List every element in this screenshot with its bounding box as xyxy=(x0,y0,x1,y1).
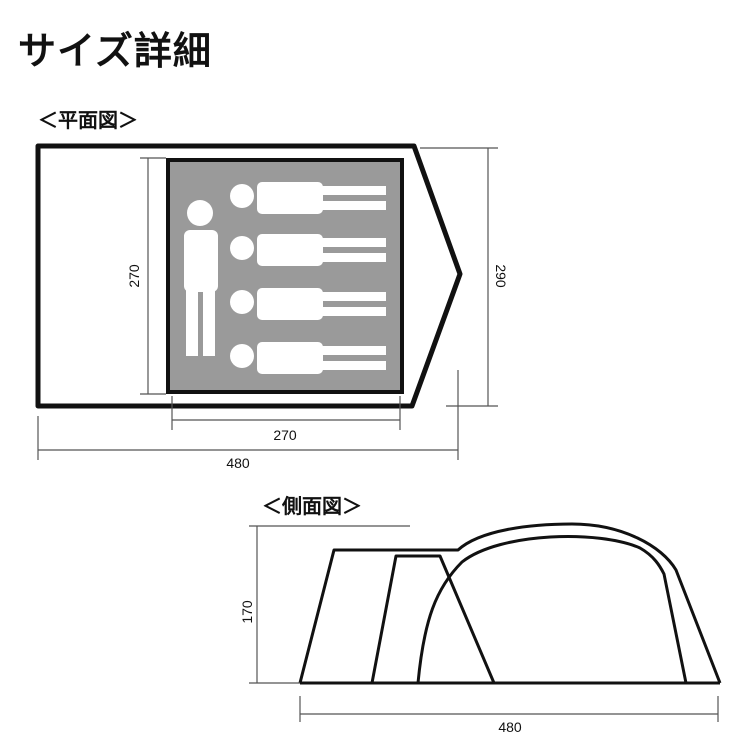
plan-total-height-label: 290 xyxy=(493,264,509,288)
lying-person-icon xyxy=(230,234,386,266)
lying-person-icon xyxy=(230,182,386,214)
standing-person-icon xyxy=(184,200,218,356)
plan-total-height-dimension xyxy=(420,147,498,407)
plan-inner-width-label: 270 xyxy=(273,427,297,443)
plan-inner-width-dimension xyxy=(171,396,401,430)
side-door-panel xyxy=(370,554,496,684)
plan-total-width-dimension xyxy=(37,370,459,460)
plan-inner-height-label: 270 xyxy=(126,264,142,288)
plan-view: 270 290 270 480 xyxy=(35,143,509,471)
plan-view-heading: ＜平面図＞ xyxy=(38,108,138,132)
plan-inner-height-dimension xyxy=(140,157,166,395)
side-outer-outline xyxy=(298,522,722,684)
side-view xyxy=(298,522,722,685)
side-width-dimension xyxy=(299,696,719,722)
page-title: サイズ詳細 xyxy=(18,29,212,73)
side-height-label: 170 xyxy=(239,600,255,624)
lying-person-icon xyxy=(230,288,386,320)
plan-total-width-label: 480 xyxy=(226,455,250,471)
side-view-heading: ＜側面図＞ xyxy=(262,494,362,518)
side-inner-dome xyxy=(416,535,688,684)
side-width-label: 480 xyxy=(498,719,522,735)
lying-person-icon xyxy=(230,342,386,374)
side-height-dimension xyxy=(249,525,410,684)
